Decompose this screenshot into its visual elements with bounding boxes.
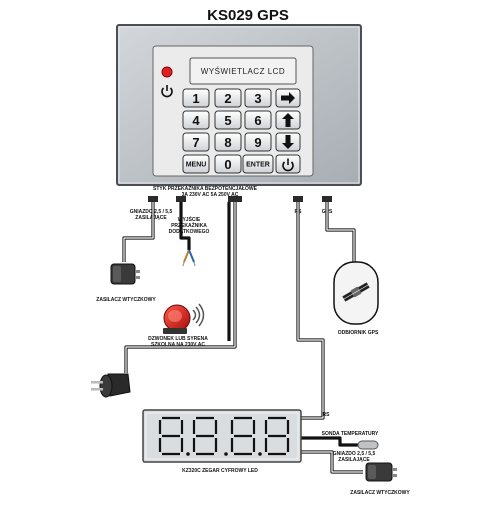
svg-text:ENTER: ENTER <box>246 162 270 169</box>
arrow-down-icon <box>282 135 294 149</box>
plug-icon <box>91 373 131 398</box>
svg-text:MENU: MENU <box>186 162 207 169</box>
keypad: 1 2 3 4 5 6 7 8 9 MENU 0 ENTER <box>182 88 301 174</box>
digit-1 <box>158 416 184 456</box>
adapter2-label: ZASILACZ WTYCZKOWY <box>350 490 410 496</box>
svg-text:7: 7 <box>192 135 199 150</box>
key-6[interactable]: 6 <box>244 110 272 130</box>
clock-label: KZ320C ZEGAR CYFROWY LED <box>182 468 258 474</box>
svg-text:3: 3 <box>254 91 261 106</box>
wires <box>122 202 363 474</box>
arrow-up-icon <box>282 113 294 127</box>
svg-text:6: 6 <box>254 113 261 128</box>
power-icon <box>161 85 173 98</box>
temperature-probe <box>357 440 379 450</box>
gps-receiver-label: ODBIORNIK GPS <box>338 330 379 336</box>
output-label-line3: DODATKOWEGO <box>169 229 210 235</box>
key-7[interactable]: 7 <box>182 132 210 152</box>
svg-text:5: 5 <box>224 113 231 128</box>
gps-satellite-icon <box>342 282 370 302</box>
diagram-title: KS029 GPS <box>207 7 289 24</box>
socket2-label-line1: GNIAZDO 2,5 / 5,5 <box>333 451 376 457</box>
key-0[interactable]: 0 <box>214 154 242 174</box>
digit-2 <box>192 416 218 456</box>
svg-text:4: 4 <box>192 113 200 128</box>
key-5[interactable]: 5 <box>214 110 242 130</box>
status-led <box>161 66 173 78</box>
rs2-label: RS <box>323 412 331 418</box>
digit-3 <box>230 416 256 456</box>
power-adapter-icon <box>110 263 140 285</box>
panel-connectors <box>148 196 332 202</box>
lcd-display <box>189 57 297 85</box>
socket-label-line1: GNIAZDO 2,5 / 5,5 <box>130 209 173 215</box>
gps-receiver <box>333 261 379 325</box>
socket-label-line2: ZASILAJĄCE <box>135 215 167 221</box>
key-enter[interactable]: ENTER <box>242 154 274 174</box>
arrow-right-icon <box>281 92 295 104</box>
temp-probe-label: SONDA TEMPERATURY <box>322 431 379 437</box>
digit-4 <box>264 416 290 456</box>
svg-text:9: 9 <box>254 135 261 150</box>
svg-text:1: 1 <box>192 91 199 106</box>
socket2-label-line2: ZASILAJĄCE <box>338 457 370 463</box>
key-9[interactable]: 9 <box>244 132 272 152</box>
key-8[interactable]: 8 <box>214 132 242 152</box>
key-menu[interactable]: MENU <box>182 154 210 174</box>
adapter1-label: ZASILACZ WTYCZKOWY <box>96 297 156 303</box>
seven-segment-digits <box>158 416 290 456</box>
bell-label-line2: SZKOLNA NA 230V AC <box>151 342 205 348</box>
key-up-arrow[interactable] <box>275 110 301 130</box>
relay-label-line2: 3A 230V AC 5A 250V AC <box>182 192 239 198</box>
svg-text:0: 0 <box>224 157 231 172</box>
key-power[interactable] <box>275 154 301 174</box>
key-4[interactable]: 4 <box>182 110 210 130</box>
key-2[interactable]: 2 <box>214 88 242 108</box>
key-1[interactable]: 1 <box>182 88 210 108</box>
svg-text:8: 8 <box>224 135 231 150</box>
lcd-text: WYŚWIETLACZ LCD <box>201 67 285 76</box>
wire-ends-icon <box>182 249 196 267</box>
svg-text:2: 2 <box>224 91 231 106</box>
relay-label-line1: STYK PRZEKAŹNIKA BEZPOTENCJAŁOWE <box>153 184 258 192</box>
output-label-line2: PRZEKAŹNIKA <box>171 221 207 229</box>
output-label-line1: WYJŚCIE <box>178 216 201 223</box>
siren-icon <box>163 303 205 334</box>
power-adapter-icon <box>365 462 397 482</box>
key-3[interactable]: 3 <box>244 88 272 108</box>
bell-label-line1: DZWONEK LUB SYRENA <box>148 336 208 342</box>
led-clock-display <box>142 409 302 463</box>
key-down-arrow[interactable] <box>275 132 301 152</box>
power-icon <box>282 158 294 172</box>
key-right-arrow[interactable] <box>275 88 301 108</box>
